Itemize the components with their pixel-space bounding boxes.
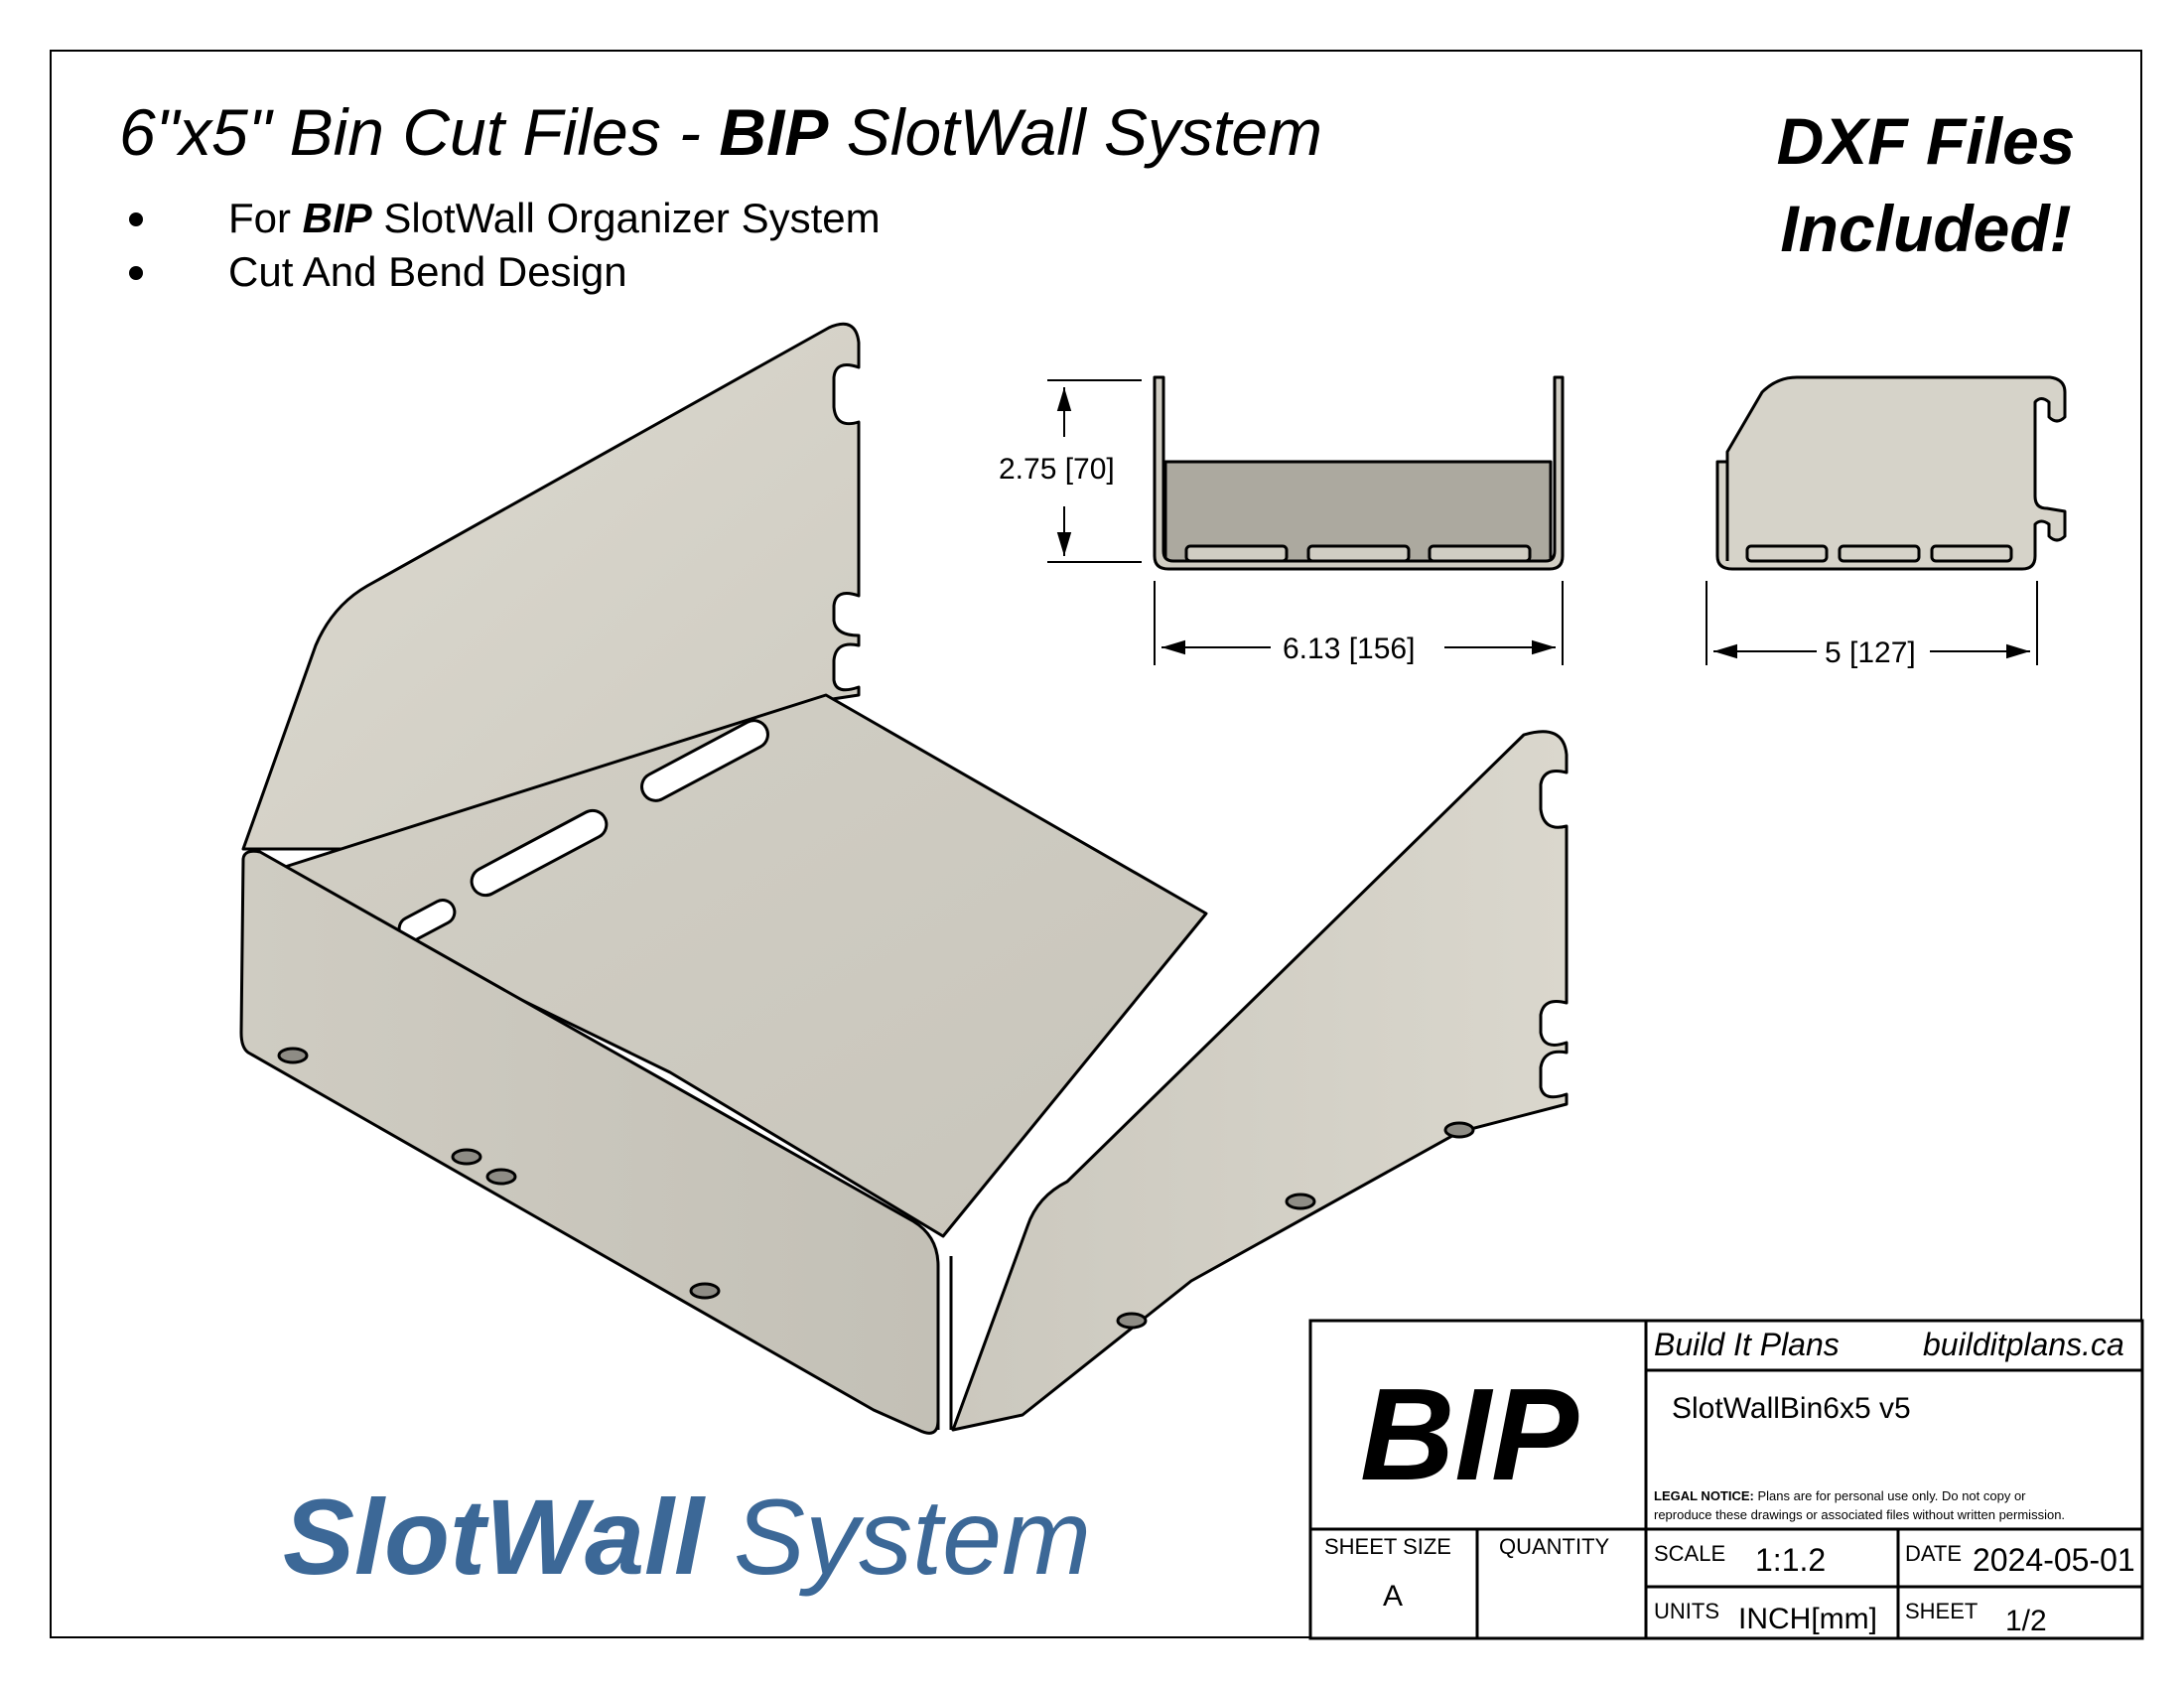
side-view-tabs xyxy=(1745,544,2013,563)
title-block xyxy=(1308,1319,2144,1640)
bullet-suffix: SlotWall Organizer System xyxy=(371,195,881,241)
side-view-outline xyxy=(1715,375,2067,571)
front-view xyxy=(1153,375,1565,571)
company-name: Build It Plans xyxy=(1654,1327,1840,1362)
floor-slot xyxy=(470,808,609,898)
front-width-dimension: 6.13 [156] xyxy=(1283,633,1415,665)
front-view-tabs xyxy=(1184,544,1532,563)
bullet-text: Cut And Bend Design xyxy=(228,248,627,296)
legal-label: LEGAL NOTICE: xyxy=(1654,1488,1754,1503)
front-height-dimension: 2.75 [70] xyxy=(999,453,1115,486)
dxf-line2: Included! xyxy=(1780,192,2072,265)
website: builditplans.ca xyxy=(1923,1327,2124,1362)
side-view xyxy=(1715,375,2067,571)
dxf-line1: DXF Files xyxy=(1776,104,2076,178)
quantity-label: QUANTITY xyxy=(1499,1534,1610,1559)
sheet-value: 1/2 xyxy=(2005,1605,2047,1637)
bin-floor xyxy=(261,693,1208,1238)
legal-text-line1: Plans are for personal use only. Do not … xyxy=(1754,1488,2026,1503)
date-value: 2024-05-01 xyxy=(1973,1542,2135,1578)
title-block-logo: BIP xyxy=(1360,1361,1579,1507)
slotwall-bold: SlotWall xyxy=(283,1477,705,1597)
sheet-size-label: SHEET SIZE xyxy=(1324,1534,1451,1559)
bullet-brand: BIP xyxy=(302,195,372,241)
legal-text-line2: reproduce these drawings or associated f… xyxy=(1654,1507,2065,1522)
right-wall xyxy=(951,730,1569,1432)
bullet-icon xyxy=(129,212,143,226)
floor-slot xyxy=(640,719,769,802)
date-label: DATE xyxy=(1905,1541,1962,1566)
sheet-size-value: A xyxy=(1383,1580,1403,1613)
title-part1: 6"x5" Bin Cut Files - xyxy=(119,95,720,169)
fold-line xyxy=(936,1256,953,1430)
floor-slots xyxy=(397,719,769,942)
legal-notice: LEGAL NOTICE: Plans are for personal use… xyxy=(1654,1488,2026,1503)
bottom-tabs xyxy=(277,1047,1475,1330)
side-width-dimension: 5 [127] xyxy=(1825,636,1916,669)
part-name: SlotWallBin6x5 v5 xyxy=(1672,1392,1911,1425)
slotwall-rest: System xyxy=(704,1477,1092,1597)
scale-label: SCALE xyxy=(1654,1541,1725,1566)
scale-value: 1:1.2 xyxy=(1755,1542,1826,1578)
isometric-view xyxy=(239,322,1569,1435)
bullet-prefix: For xyxy=(228,195,303,241)
front-dimensions xyxy=(1047,379,1564,665)
back-wall xyxy=(241,322,861,851)
sheet-label: SHEET xyxy=(1905,1599,1978,1623)
title-brand: BIP xyxy=(719,95,829,169)
units-value: INCH[mm] xyxy=(1738,1603,1877,1635)
front-view-outline xyxy=(1153,375,1565,571)
units-label: UNITS xyxy=(1654,1599,1719,1623)
bullet-prefix: Cut And Bend Design xyxy=(228,248,627,295)
slotwall-brand: SlotWall System xyxy=(283,1475,1091,1599)
dxf-callout: DXF Files Included! xyxy=(1747,97,2105,272)
title-part2: SlotWall System xyxy=(828,95,1322,169)
bullet-text: For BIP SlotWall Organizer System xyxy=(228,195,881,242)
drawing-border xyxy=(50,50,2142,1638)
page-title: 6"x5" Bin Cut Files - BIP SlotWall Syste… xyxy=(119,94,1322,170)
bullet-icon xyxy=(129,266,143,280)
side-dimensions xyxy=(1706,581,2038,665)
